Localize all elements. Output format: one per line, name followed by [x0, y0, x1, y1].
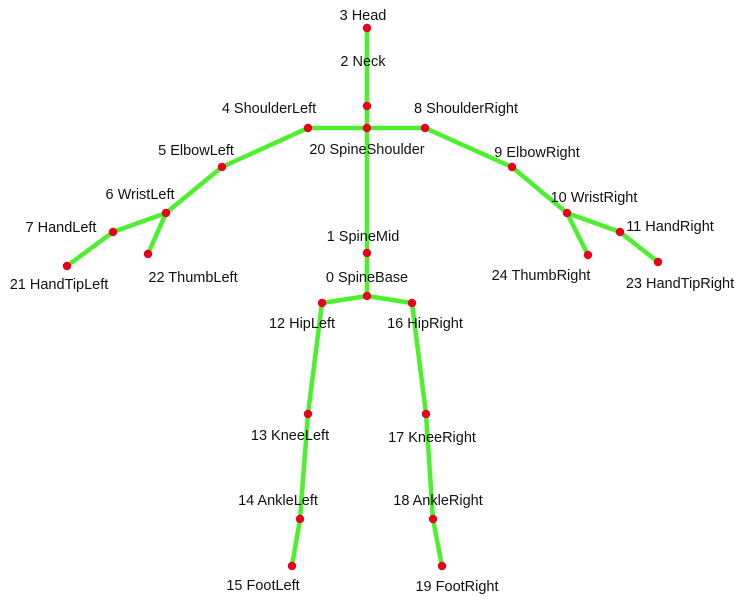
joint-8: [420, 123, 430, 133]
joint-22: [143, 249, 153, 259]
joint-23: [653, 257, 663, 267]
joint-label-24: 24 ThumbRight: [492, 268, 591, 284]
bone-14-15: [289, 516, 303, 569]
joint-label-23: 23 HandTipRight: [626, 276, 734, 292]
joint-label-4: 4 ShoulderLeft: [222, 101, 316, 117]
joint-2: [362, 101, 372, 111]
joint-19: [437, 561, 447, 571]
bone-6-7: [110, 210, 169, 235]
joint-label-21: 21 HandTipLeft: [10, 277, 109, 293]
joint-4: [303, 123, 313, 133]
joint-label-15: 15 FootLeft: [226, 578, 299, 594]
joint-9: [507, 162, 517, 172]
joint-label-5: 5 ElbowLeft: [158, 143, 234, 159]
bones-layer: [64, 25, 661, 569]
joint-label-14: 14 AnkleLeft: [238, 493, 318, 509]
bone-16-17: [409, 300, 429, 417]
bone-5-6: [163, 164, 225, 216]
joint-label-18: 18 AnkleRight: [393, 493, 482, 509]
joint-label-0: 0 SpineBase: [326, 270, 408, 286]
bone-13-14: [297, 411, 311, 522]
joint-17: [421, 409, 431, 419]
bone-0-16: [364, 293, 415, 306]
joint-label-20: 20 SpineShoulder: [309, 142, 424, 158]
joint-10: [562, 208, 572, 218]
joint-label-1: 1 SpineMid: [327, 229, 400, 245]
bone-10-24: [564, 210, 591, 258]
joint-5: [217, 162, 227, 172]
joint-16: [407, 298, 417, 308]
bone-4-5: [219, 125, 311, 170]
joint-15: [287, 561, 297, 571]
joint-13: [303, 409, 313, 419]
joint-3: [362, 23, 372, 33]
joint-label-16: 16 HipRight: [387, 316, 463, 332]
bone-11-23: [617, 229, 661, 265]
joint-label-13: 13 KneeLeft: [251, 428, 329, 444]
bone-8-9: [422, 125, 515, 170]
joint-12: [317, 298, 327, 308]
joint-label-3: 3 Head: [340, 8, 387, 24]
joint-1: [362, 248, 372, 258]
joint-label-11: 11 HandRight: [626, 219, 714, 235]
joint-20: [362, 123, 372, 133]
bone-18-19: [430, 516, 445, 569]
bone-0-12: [319, 293, 370, 306]
joint-label-19: 19 FootRight: [415, 579, 498, 595]
joint-label-7: 7 HandLeft: [26, 220, 97, 236]
joints-layer: [62, 23, 663, 571]
joint-label-6: 6 WristLeft: [105, 187, 174, 203]
joint-label-10: 10 WristRight: [551, 190, 638, 206]
joint-21: [62, 261, 72, 271]
joint-7: [108, 227, 118, 237]
bone-6-22: [145, 210, 169, 257]
joint-18: [428, 514, 438, 524]
joint-0: [362, 291, 372, 301]
bone-9-10: [509, 164, 570, 216]
bone-10-11: [564, 210, 623, 235]
joint-14: [295, 514, 305, 524]
joint-24: [583, 250, 593, 260]
bone-17-18: [423, 411, 436, 522]
joint-label-2: 2 Neck: [340, 54, 386, 70]
joint-label-17: 17 KneeRight: [388, 430, 476, 446]
bone-12-13: [305, 300, 325, 417]
joint-label-22: 22 ThumbLeft: [148, 270, 237, 286]
joint-label-8: 8 ShoulderRight: [414, 101, 518, 117]
joint-label-9: 9 ElbowRight: [494, 145, 579, 161]
joint-6: [161, 208, 171, 218]
labels-layer: 0 SpineBase 1 SpineMid 2 Neck 3 Head 4 Shoul…: [10, 8, 734, 595]
joint-11: [615, 227, 625, 237]
bone-7-21: [64, 229, 116, 269]
joint-label-12: 12 HipLeft: [269, 316, 335, 332]
